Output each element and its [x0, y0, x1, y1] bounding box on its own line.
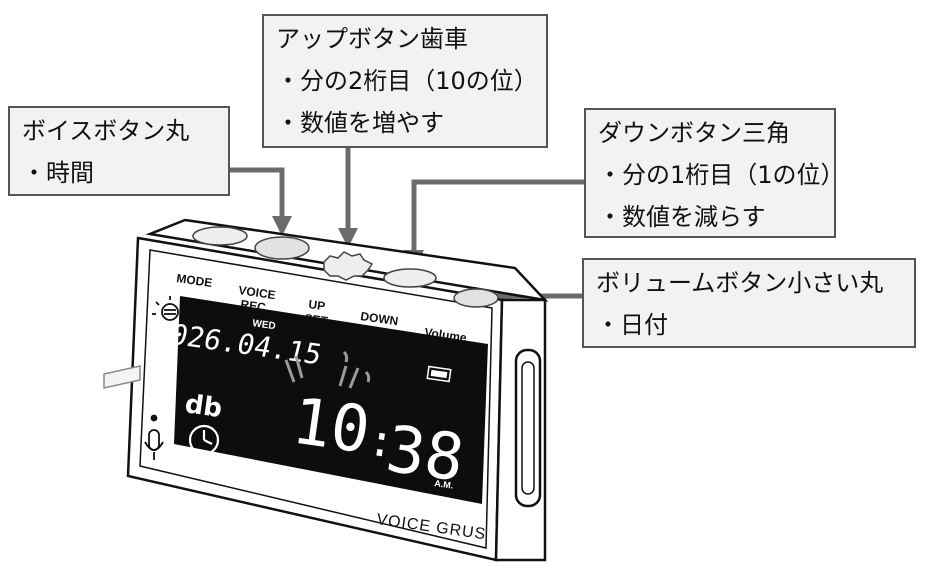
sound-wave-icon	[284, 350, 371, 389]
label-down: DOWN	[360, 309, 400, 328]
side-slider-knob	[521, 361, 535, 495]
callout-up-button: アップボタン歯車 ・分の2桁目（10の位） ・数値を増やす	[262, 14, 548, 148]
lcd-unit: db	[183, 389, 224, 424]
voice-button[interactable]	[254, 236, 310, 260]
callout-voice-button: ボイスボタン丸 ・時間	[8, 106, 230, 196]
lcd-screen	[174, 296, 488, 504]
callout-volume-button: ボリュームボタン小さい丸 ・日付	[582, 258, 916, 348]
label-voice: VOICE	[238, 283, 277, 302]
strap-cord	[103, 365, 141, 389]
label-up: UP	[308, 297, 326, 313]
callout-volume-title: ボリュームボタン小さい丸	[596, 269, 884, 297]
callout-up-line2: ・数値を増やす	[276, 109, 444, 137]
device-front-inner	[139, 249, 493, 549]
callout-down-line1: ・分の1桁目（1の位）	[598, 161, 845, 189]
lcd-time-hours: 10	[288, 385, 375, 469]
arrow-voice	[230, 167, 292, 236]
up-button-gear[interactable]	[323, 251, 374, 281]
lcd-weekday: WED	[252, 318, 277, 332]
callout-voice-title: ボイスボタン丸	[22, 117, 190, 145]
alarm-clock-icon	[188, 424, 220, 456]
lcd-time-minutes: 38	[382, 413, 469, 497]
mode-button[interactable]	[192, 226, 248, 246]
label-mode: MODE	[176, 271, 214, 290]
lcd-ampm: A.M.	[434, 478, 454, 491]
down-button-triangle[interactable]	[383, 268, 437, 288]
callout-up-title: アップボタン歯車	[276, 25, 468, 53]
callout-voice-line1: ・時間	[22, 159, 94, 187]
microphone-icon	[144, 414, 164, 460]
battery-icon	[426, 365, 452, 383]
callout-down-button: ダウンボタン三角 ・分の1桁目（1の位） ・数値を減らす	[584, 108, 845, 238]
arrow-down	[404, 179, 584, 270]
callout-down-line2: ・数値を減らす	[598, 203, 766, 231]
callout-down-title: ダウンボタン三角	[598, 119, 790, 147]
callout-volume-line1: ・日付	[596, 311, 668, 339]
volume-button-small-circle[interactable]	[453, 288, 499, 308]
callout-up-line1: ・分の2桁目（10の位）	[276, 67, 538, 95]
